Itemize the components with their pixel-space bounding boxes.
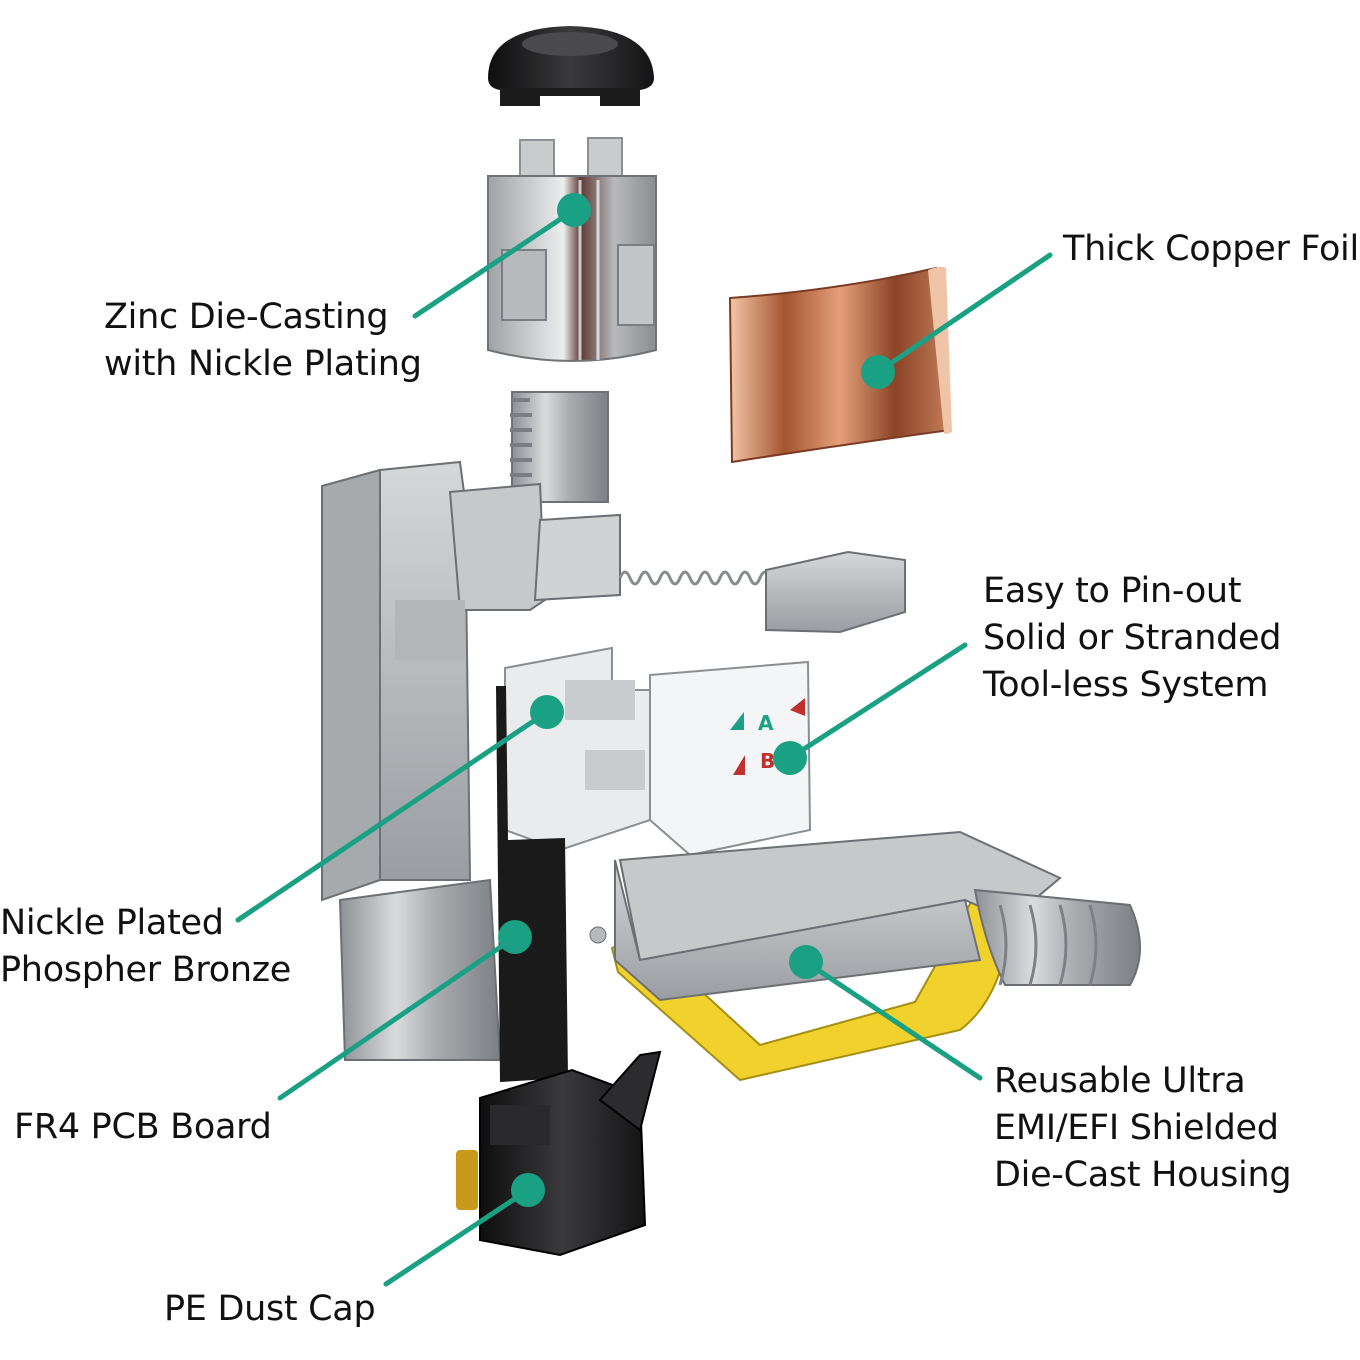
leader-dustcap bbox=[383, 1187, 531, 1287]
leader-copper-foil bbox=[875, 252, 1053, 375]
callout-label-dustcap: PE Dust Cap bbox=[164, 1286, 376, 1333]
callout-line: Nickle Plated bbox=[0, 903, 224, 943]
idc-block-part: A B bbox=[504, 646, 812, 857]
callout-line: Thick Copper Foil bbox=[1063, 229, 1359, 269]
callout-line: Phospher Bronze bbox=[0, 950, 292, 990]
callout-leaders bbox=[235, 207, 1053, 1287]
leader-bronze bbox=[235, 709, 550, 923]
dot-copper-foil bbox=[861, 355, 895, 389]
leader-pinout bbox=[787, 642, 968, 761]
callout-line: PE Dust Cap bbox=[164, 1289, 376, 1329]
zinc-nut-part bbox=[487, 137, 657, 362]
callout-line: FR4 PCB Board bbox=[14, 1107, 272, 1147]
block-marking-a: A bbox=[758, 711, 774, 735]
callout-label-pcb: FR4 PCB Board bbox=[14, 1104, 272, 1151]
callout-line: Die-Cast Housing bbox=[994, 1155, 1292, 1195]
callout-label-zinc: Zinc Die-Casting with Nickle Plating bbox=[104, 294, 422, 388]
callout-line: Reusable Ultra bbox=[994, 1061, 1246, 1101]
pcb-board-part bbox=[496, 686, 568, 1082]
dot-dustcap bbox=[511, 1173, 545, 1207]
dot-pinout bbox=[773, 741, 807, 775]
callout-line: Zinc Die-Casting bbox=[104, 297, 389, 337]
block-marking-b: B bbox=[760, 749, 775, 773]
diecast-housing-part bbox=[589, 830, 1141, 1082]
dot-pcb bbox=[498, 920, 532, 954]
spring-part bbox=[618, 550, 906, 634]
dot-zinc bbox=[557, 193, 591, 227]
leader-housing bbox=[803, 959, 983, 1081]
callout-line: Tool-less System bbox=[983, 665, 1269, 705]
copper-foil-part bbox=[728, 266, 952, 464]
leader-zinc bbox=[412, 207, 577, 319]
metal-housing-part bbox=[321, 460, 621, 1061]
leader-pcb bbox=[277, 934, 518, 1101]
dot-housing bbox=[789, 945, 823, 979]
threaded-tube-part bbox=[510, 391, 609, 503]
callout-line: with Nickle Plating bbox=[104, 344, 422, 384]
callout-label-copper-foil: Thick Copper Foil bbox=[1063, 226, 1359, 273]
callout-line: EMI/EFI Shielded bbox=[994, 1108, 1279, 1148]
dust-cap-part bbox=[456, 1050, 662, 1257]
callout-label-bronze: Nickle Plated Phospher Bronze bbox=[0, 900, 291, 994]
top-cap-part bbox=[488, 26, 654, 106]
callout-label-pinout: Easy to Pin-out Solid or Stranded Tool-l… bbox=[983, 568, 1281, 709]
callout-dots bbox=[498, 193, 895, 1207]
callout-line: Easy to Pin-out bbox=[983, 571, 1242, 611]
dot-bronze bbox=[530, 695, 564, 729]
callout-label-housing: Reusable Ultra EMI/EFI Shielded Die-Cast… bbox=[994, 1058, 1292, 1199]
callout-line: Solid or Stranded bbox=[983, 618, 1282, 658]
